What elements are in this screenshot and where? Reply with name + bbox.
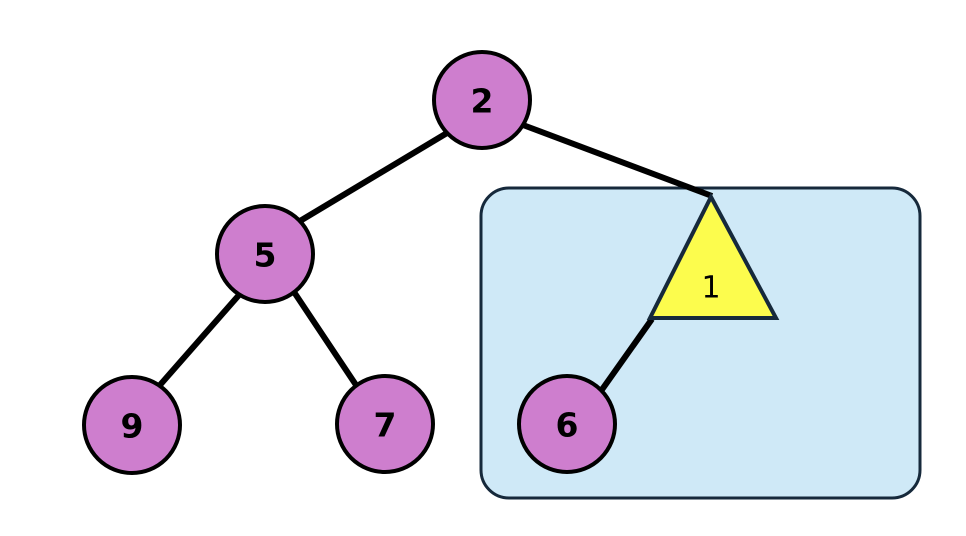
edge-group bbox=[157, 122, 714, 393]
node-5[interactable]: 5 bbox=[215, 204, 315, 304]
node-5-label: 5 bbox=[254, 236, 277, 275]
edge-node2-node5 bbox=[298, 130, 449, 224]
triangle-shape bbox=[646, 192, 780, 320]
node-6-circle bbox=[517, 374, 617, 474]
node-7[interactable]: 7 bbox=[335, 374, 435, 474]
node-2-label: 2 bbox=[471, 82, 494, 121]
node-9[interactable]: 9 bbox=[82, 375, 182, 475]
node-6-label: 6 bbox=[556, 406, 579, 445]
node-9-label: 9 bbox=[121, 407, 144, 446]
node-5-circle bbox=[215, 204, 315, 304]
node-7-circle bbox=[335, 374, 435, 474]
node-6[interactable]: 6 bbox=[517, 374, 617, 474]
edge-node5-node7 bbox=[291, 290, 359, 387]
edge-node2-triangle1 bbox=[521, 122, 714, 199]
node-9-circle bbox=[82, 375, 182, 475]
edge-node6-triangle1 bbox=[598, 317, 655, 393]
node-2[interactable]: 2 bbox=[432, 50, 532, 150]
edge-node5-node9 bbox=[157, 293, 242, 387]
triangle-node-1[interactable]: 1 bbox=[646, 192, 780, 320]
node-7-label: 7 bbox=[374, 406, 397, 445]
triangle-node-label: 1 bbox=[701, 271, 720, 306]
node-2-circle bbox=[432, 50, 532, 150]
